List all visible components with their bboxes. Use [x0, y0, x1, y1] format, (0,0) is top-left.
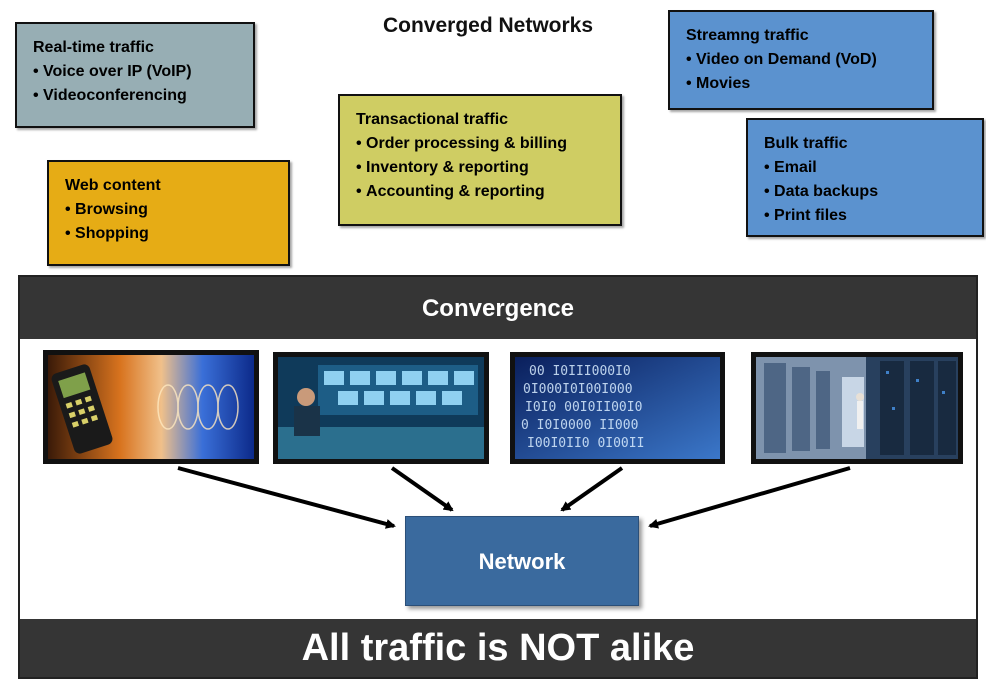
web-heading: Web content: [65, 177, 161, 194]
network-box: Network: [405, 516, 639, 606]
realtime-traffic-box: Real-time traffic Voice over IP (VoIP) V…: [15, 22, 255, 128]
streaming-heading: Streamng traffic: [686, 27, 809, 44]
bulk-item: Print files: [764, 204, 982, 228]
transactional-heading: Transactional traffic: [356, 111, 509, 128]
transactional-item: Accounting & reporting: [356, 180, 620, 204]
svg-text:0 I0I0000 II000: 0 I0I0000 II000: [521, 418, 638, 433]
server-room-image: [751, 352, 963, 464]
footer-banner: All traffic is NOT alike: [20, 619, 976, 677]
transactional-item: Inventory & reporting: [356, 156, 620, 180]
realtime-heading: Real-time traffic: [33, 39, 154, 56]
control-room-image: [273, 352, 489, 464]
svg-text:0I000I0I00I000: 0I000I0I00I000: [523, 382, 633, 397]
bulk-heading: Bulk traffic: [764, 135, 848, 152]
convergence-frame: Convergence All traffic is NOT alike: [18, 275, 978, 679]
transactional-traffic-box: Transactional traffic Order processing &…: [338, 94, 622, 226]
streaming-item: Movies: [686, 72, 932, 96]
bulk-item: Data backups: [764, 180, 982, 204]
web-item: Shopping: [65, 222, 288, 246]
streaming-item: Video on Demand (VoD): [686, 48, 932, 72]
phone-signal-image: [43, 350, 259, 464]
streaming-traffic-box: Streamng traffic Video on Demand (VoD) M…: [668, 10, 934, 110]
realtime-item: Voice over IP (VoIP): [33, 60, 253, 84]
svg-text:00 I0III000I0: 00 I0III000I0: [529, 364, 631, 379]
svg-text:I00I0II0 0I00II: I00I0II0 0I00II: [527, 436, 644, 451]
diagram-title: Converged Networks: [382, 14, 594, 37]
bulk-item: Email: [764, 156, 982, 180]
web-content-box: Web content Browsing Shopping: [47, 160, 290, 266]
svg-text:I0I0 00I0II00I0: I0I0 00I0II00I0: [525, 400, 642, 415]
web-item: Browsing: [65, 198, 288, 222]
convergence-bar: Convergence: [20, 277, 976, 339]
transactional-item: Order processing & billing: [356, 132, 620, 156]
bulk-traffic-box: Bulk traffic Email Data backups Print fi…: [746, 118, 984, 237]
binary-data-image: 00 I0III000I0 0I000I0I00I000 I0I0 00I0II…: [510, 352, 725, 464]
realtime-item: Videoconferencing: [33, 84, 253, 108]
